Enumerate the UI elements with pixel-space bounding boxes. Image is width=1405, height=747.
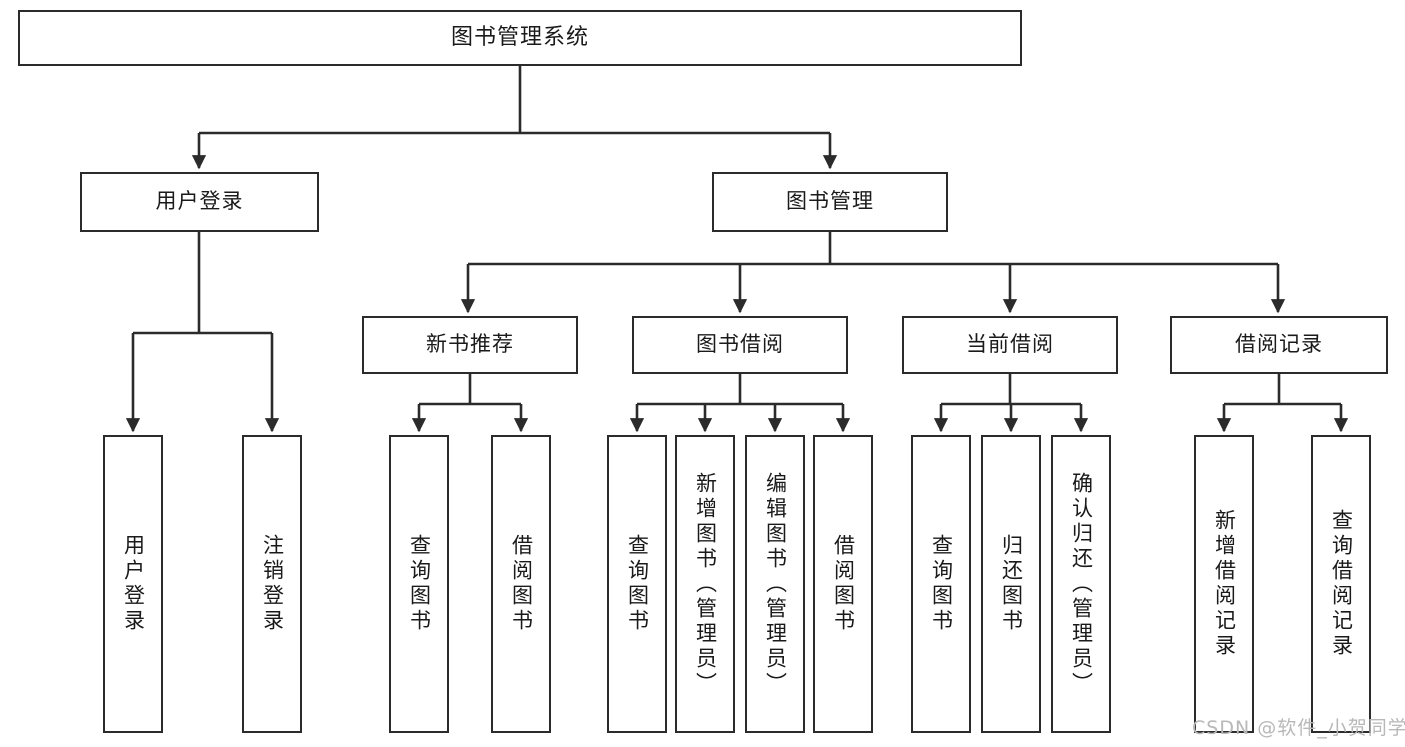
node-label: 用户登录 [155, 189, 244, 214]
leaf-query-books-new[interactable]: 查询图书 [389, 435, 449, 733]
leaf-return-books[interactable]: 归还图书 [981, 435, 1041, 733]
leaf-borrow-books-new[interactable]: 借阅图书 [491, 435, 551, 733]
node-label: 借阅记录 [1235, 332, 1323, 357]
node-book-management[interactable]: 图书管理 [712, 172, 948, 232]
node-book-borrow[interactable]: 图书借阅 [632, 316, 848, 374]
node-label: 查询图书 [929, 534, 954, 634]
node-label: 借阅图书 [831, 534, 856, 634]
leaf-edit-book-admin[interactable]: 编辑图书（管理员） [745, 435, 805, 733]
node-label: 图书管理系统 [450, 24, 589, 50]
node-new-book-recommendation[interactable]: 新书推荐 [362, 316, 578, 374]
node-label: 注销登录 [260, 534, 285, 634]
node-user-login[interactable]: 用户登录 [80, 172, 319, 232]
node-label: 新书推荐 [426, 332, 514, 357]
leaf-confirm-return-admin[interactable]: 确认归还（管理员） [1051, 435, 1111, 733]
node-label: 查询图书 [407, 534, 432, 634]
node-label: 图书借阅 [696, 332, 784, 357]
node-label: 用户登录 [121, 534, 146, 634]
node-label: 当前借阅 [966, 332, 1054, 357]
leaf-add-borrow-record[interactable]: 新增借阅记录 [1194, 435, 1254, 733]
node-label: 借阅图书 [509, 534, 534, 634]
leaf-query-books-current[interactable]: 查询图书 [911, 435, 971, 733]
node-label: 查询图书 [625, 534, 650, 634]
leaf-add-book-admin[interactable]: 新增图书（管理员） [675, 435, 735, 733]
node-label: 归还图书 [999, 534, 1024, 634]
leaf-logout[interactable]: 注销登录 [242, 435, 302, 733]
node-current-borrow[interactable]: 当前借阅 [902, 316, 1118, 374]
leaf-query-books-borrow[interactable]: 查询图书 [607, 435, 667, 733]
node-label: 图书管理 [786, 189, 874, 214]
leaf-user-login[interactable]: 用户登录 [103, 435, 163, 733]
node-root-book-management-system[interactable]: 图书管理系统 [18, 10, 1022, 66]
node-label: 新增图书（管理员） [693, 471, 718, 697]
leaf-query-borrow-record[interactable]: 查询借阅记录 [1311, 435, 1371, 733]
leaf-borrow-books[interactable]: 借阅图书 [813, 435, 873, 733]
node-label: 新增借阅记录 [1212, 509, 1237, 659]
node-label: 查询借阅记录 [1329, 509, 1354, 659]
node-label: 确认归还（管理员） [1069, 471, 1094, 697]
node-label: 编辑图书（管理员） [763, 471, 788, 697]
node-borrow-records[interactable]: 借阅记录 [1170, 316, 1388, 374]
csdn-watermark: CSDN @软件_小贺同学 [1192, 717, 1405, 739]
